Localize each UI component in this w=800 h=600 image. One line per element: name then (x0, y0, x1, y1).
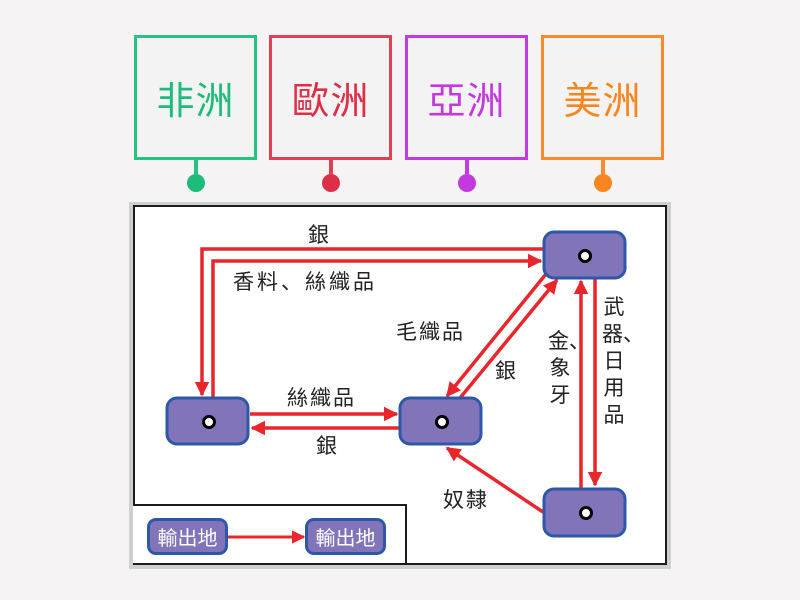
legend-source-node: 輸出地 (147, 518, 228, 555)
label-africa-to-asia: 絲織品 (287, 386, 356, 410)
node-asia (398, 396, 483, 446)
label-europe-to-asia: 毛織品 (396, 320, 465, 344)
continent-asia: 亞洲 (405, 35, 528, 160)
asia-dot (458, 174, 476, 192)
arrow-europe-to-africa (194, 247, 543, 397)
arrow-asia-to-europe (458, 278, 559, 400)
connector-stem (465, 160, 469, 174)
legend-target-node: 輸出地 (305, 518, 386, 555)
label-asia-to-europe: 銀 (495, 359, 516, 383)
europe-dot (322, 174, 340, 192)
label-america-to-asia: 奴隸 (443, 488, 489, 512)
continent-america-label: 美洲 (563, 79, 642, 123)
arrow-europe-to-asia (445, 272, 548, 398)
connector-stem (601, 160, 605, 174)
node-america (542, 487, 627, 538)
node-africa (165, 396, 250, 446)
continent-europe: 歐洲 (269, 35, 392, 160)
label-america-to-europe: 金、象牙 (548, 329, 590, 407)
connector-stem (329, 160, 333, 174)
connector-stem (194, 160, 198, 174)
circle-marker-icon (578, 249, 592, 263)
label-asia-to-africa: 銀 (316, 434, 337, 458)
legend-arrow (228, 530, 306, 544)
america-dot (594, 174, 612, 192)
circle-marker-icon (435, 415, 449, 429)
continent-america: 美洲 (541, 35, 664, 160)
label-europe-to-africa: 銀 (308, 223, 329, 247)
arrow-africa-to-europe (211, 253, 543, 397)
node-europe (542, 230, 627, 280)
africa-dot (187, 174, 205, 192)
label-europe-to-america: 武器、日用品 (602, 295, 644, 427)
continent-africa-label: 非洲 (156, 79, 235, 123)
arrow-america-to-asia (445, 446, 544, 514)
continent-asia-label: 亞洲 (427, 79, 506, 123)
continent-europe-label: 歐洲 (291, 79, 370, 123)
circle-marker-icon (202, 415, 216, 429)
continent-africa: 非洲 (134, 35, 257, 160)
circle-marker-icon (579, 506, 593, 520)
label-africa-to-europe: 香料、絲織品 (233, 270, 377, 294)
